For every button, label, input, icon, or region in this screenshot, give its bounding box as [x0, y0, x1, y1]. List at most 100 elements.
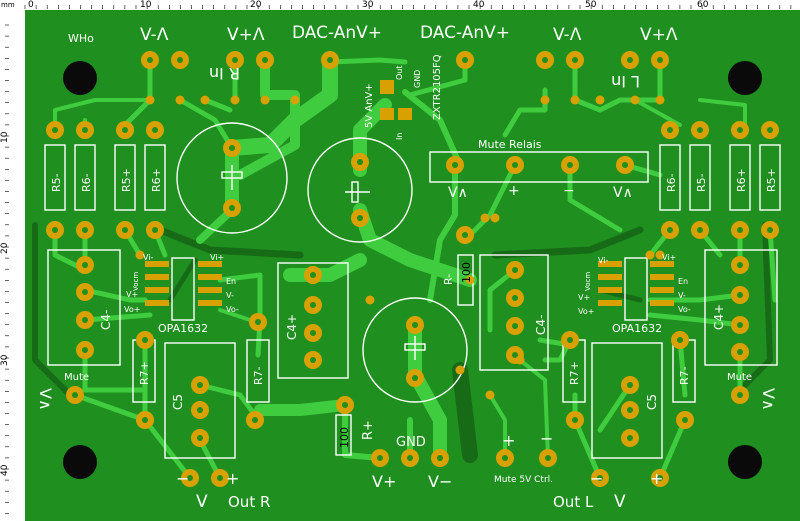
via: [540, 95, 550, 105]
pad-drill: [327, 57, 333, 63]
pad-drill: [82, 262, 88, 268]
pad-drill: [122, 127, 128, 133]
ruler-label-y40: 40: [0, 464, 10, 476]
pad-drill: [142, 337, 148, 343]
left-r6p: R6+: [150, 168, 163, 192]
vminus-bottom-label: V−: [428, 472, 452, 491]
relay-pin-3: −: [563, 183, 575, 199]
pad-drill: [767, 227, 773, 233]
pad-drill: [142, 417, 148, 423]
mute-ctrl-minus: −: [540, 429, 553, 448]
dac-right-label: DAC-AnV+: [420, 23, 510, 43]
pad-drill: [737, 292, 743, 298]
center-r-minus-value: 100: [460, 262, 473, 283]
pad-drill: [627, 57, 633, 63]
silkscreen-outlines: [44, 122, 781, 459]
via: [290, 95, 300, 105]
pad-drill: [232, 57, 238, 63]
ruler-label-20: 20: [250, 0, 262, 10]
left-mute-label: Mute: [64, 372, 89, 383]
pad-drill: [697, 127, 703, 133]
center-c4m: C4-: [534, 315, 548, 335]
via: [455, 365, 465, 375]
ruler-label-y20: 20: [0, 242, 10, 254]
pad-drill: [252, 417, 258, 423]
unit-label: mm: [1, 1, 15, 9]
pad-drill: [72, 392, 78, 398]
left-op-vi-plus: Vi+: [210, 253, 224, 262]
ruler-label-y30: 30: [0, 354, 10, 366]
pad-drill: [82, 289, 88, 295]
left-opamp-label: OPA1632: [158, 322, 208, 335]
pad-drill: [462, 57, 468, 63]
pad-drill: [657, 475, 663, 481]
regulator-part: ZXTR2105FQ: [432, 54, 443, 120]
left-out-label: Out R: [228, 493, 270, 511]
pad-drill: [657, 57, 663, 63]
pad-drill: [737, 392, 743, 398]
via: [655, 250, 665, 260]
gnd-label: GND: [396, 435, 426, 450]
via: [175, 95, 185, 105]
left-ruler: [0, 0, 9, 521]
via: [365, 295, 375, 305]
ruler-label-50: 50: [585, 0, 597, 10]
pad-drill: [737, 127, 743, 133]
right-op-vocm: Vocm: [584, 272, 592, 291]
right-out-minus: −: [590, 469, 603, 488]
relay-pin-1: V∧: [448, 185, 468, 201]
pad-drill: [627, 407, 633, 413]
pad-drill: [197, 435, 203, 441]
pad-drill: [152, 127, 158, 133]
pad-drill: [310, 272, 316, 278]
via: [200, 95, 210, 105]
center-c4p: C4+: [285, 314, 299, 340]
pad-drill: [452, 162, 458, 168]
pad-drill: [229, 205, 235, 211]
right-r6p: R6+: [735, 168, 748, 192]
pad-drill: [217, 475, 223, 481]
pad-drill: [622, 162, 628, 168]
mute-ctrl-label: Mute 5V Ctrl.: [494, 475, 553, 485]
relay-pin-4: V∧: [613, 185, 633, 201]
pad-drill: [697, 227, 703, 233]
right-r7p: R7+: [568, 361, 581, 385]
vminus-right-label: V-Λ: [553, 25, 582, 45]
ruler-label-40: 40: [473, 0, 485, 10]
left-op-vo-plus: Vo+: [124, 305, 140, 314]
left-r5p: R5+: [120, 168, 133, 192]
pad-drill: [737, 262, 743, 268]
dac-left-label: DAC-AnV+: [292, 23, 382, 43]
right-c4p: C4+: [712, 304, 726, 330]
via: [480, 213, 490, 223]
ruler-label-30: 30: [362, 0, 374, 10]
pad-drill: [545, 455, 551, 461]
right-r5m: R5-: [695, 173, 708, 192]
regulator-out: Out: [395, 65, 404, 80]
pad-drill: [82, 127, 88, 133]
left-mute-symbol: V∧: [36, 388, 55, 411]
right-out-v: V: [614, 492, 626, 512]
left-c5: C5: [171, 394, 185, 410]
pad-drill: [122, 227, 128, 233]
pad-drill: [627, 435, 633, 441]
left-out-v: V: [196, 492, 208, 512]
center-r-minus: R-: [442, 274, 455, 285]
pad-drill: [310, 330, 316, 336]
pad-drill: [255, 319, 261, 325]
pad-drill: [512, 323, 518, 329]
author-label: WHo: [68, 32, 94, 45]
left-op-en: En: [226, 277, 236, 286]
pad-drill: [52, 127, 58, 133]
pad-drill: [512, 295, 518, 301]
ruler-label-0: 0: [28, 0, 34, 10]
pad-drill: [197, 382, 203, 388]
pad-drill: [737, 227, 743, 233]
via: [515, 355, 525, 365]
vminus-left-label: V-Λ: [140, 25, 169, 45]
via: [465, 275, 475, 285]
right-c5: C5: [645, 394, 659, 410]
pad-drill: [152, 227, 158, 233]
right-op-vo-minus: Vo-: [678, 305, 691, 314]
pad-drill: [462, 232, 468, 238]
